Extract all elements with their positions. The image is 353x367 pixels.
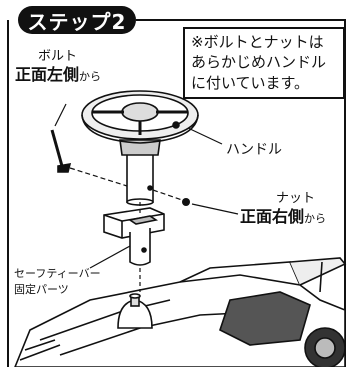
bolt-position-text: 正面左側 [15, 65, 80, 84]
bolt-from-text: から [79, 70, 102, 83]
bolt-label: ボルト [38, 49, 78, 64]
nut-label: ナット [276, 191, 316, 206]
bolt [50, 129, 72, 173]
handle-label: ハンドル [226, 142, 282, 158]
step-label: ステップ2 [27, 9, 127, 34]
car-illustration [14, 257, 347, 367]
nut-from-text: から [304, 212, 327, 225]
note-line-2: あらかじめハンドル [191, 53, 327, 72]
safety-bar-mount [117, 293, 153, 329]
nut-position-text: 正面右側 [240, 207, 305, 226]
note-line-3: に付いています。 [191, 73, 310, 92]
bolt-position-label: 正面左側から [15, 65, 102, 84]
note-box: ※ボルトとナットは あらかじめハンドル に付いています。 [183, 27, 345, 99]
step-badge: ステップ2 [18, 6, 136, 34]
safety-bar-fixing-part [103, 207, 165, 266]
nut-position-label: 正面右側から [240, 207, 327, 226]
leader-lines [54, 103, 239, 292]
steering-handle [81, 90, 199, 156]
step-frame [7, 19, 346, 367]
safety-part-label-line1: セーフティーバー [14, 267, 101, 280]
handle-column [126, 149, 154, 206]
note-line-1: ※ボルトとナットは [191, 33, 324, 51]
safety-part-label-line2: 固定パーツ [14, 283, 69, 296]
nut [182, 198, 190, 206]
